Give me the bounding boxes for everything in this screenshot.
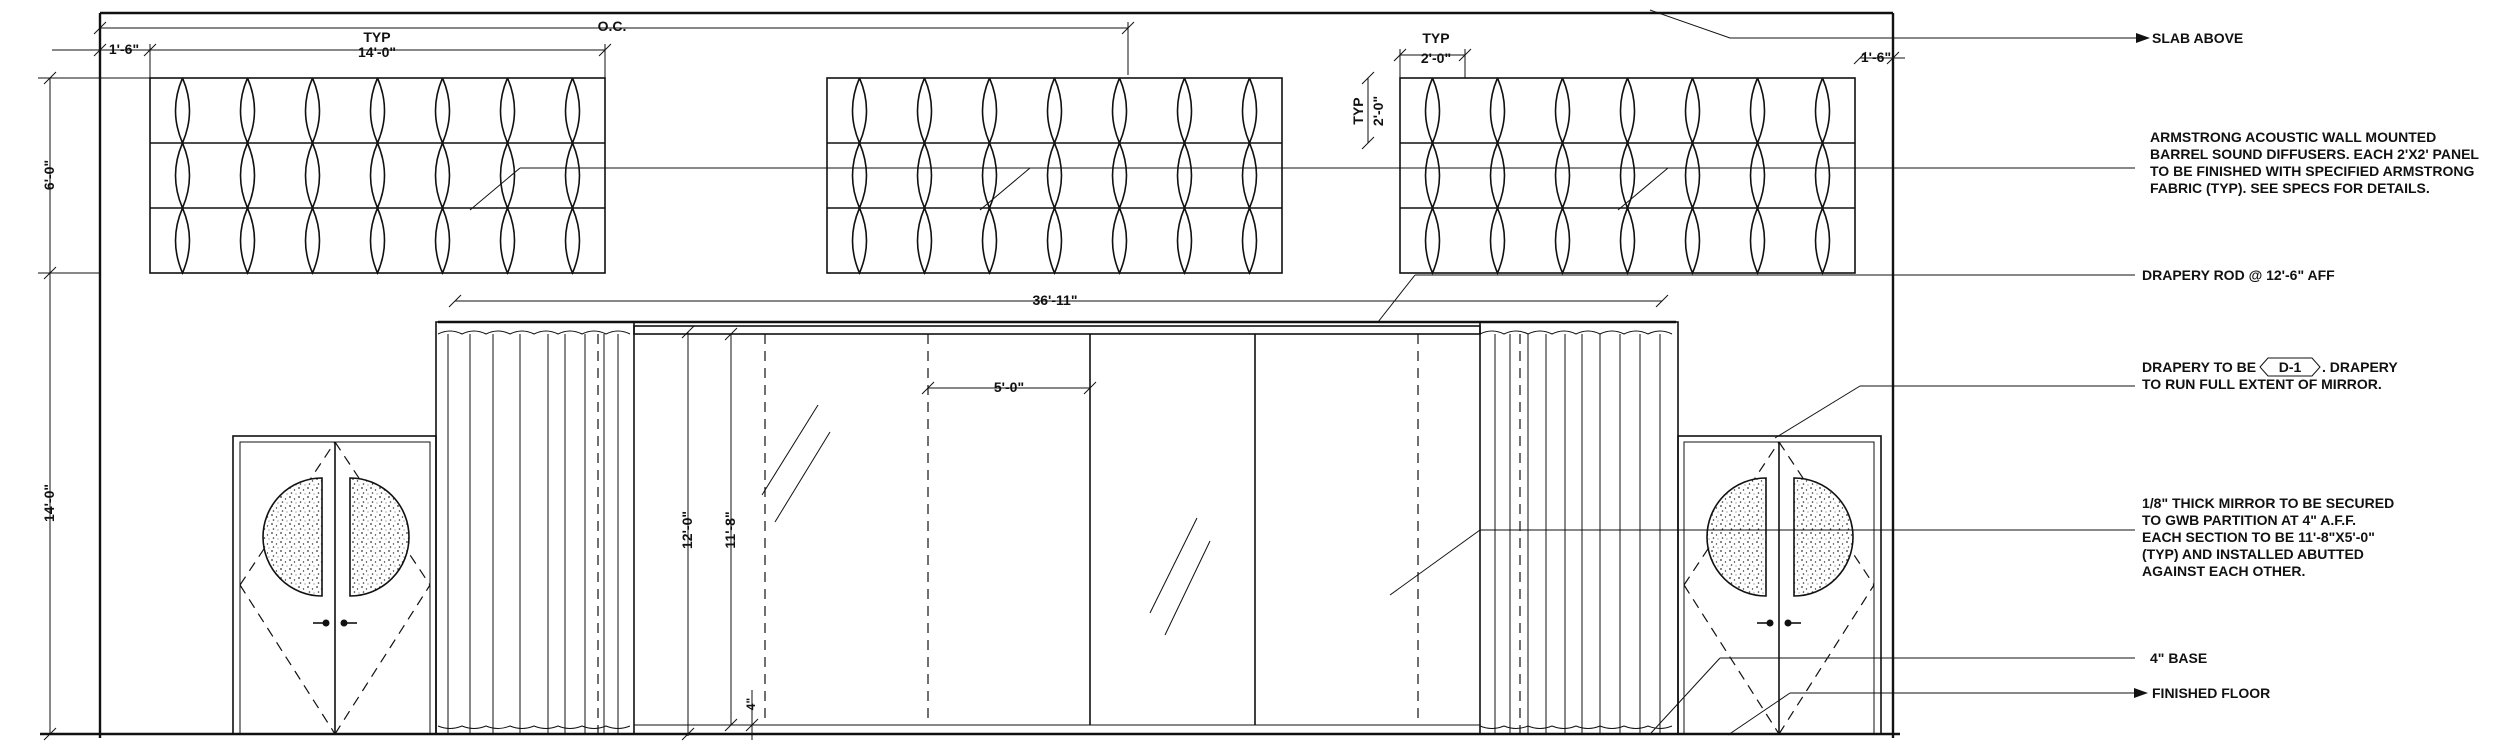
callout-diffusers-2: BARREL SOUND DIFFUSERS. EACH 2'X2' PANEL	[2150, 146, 2479, 162]
acoustic-diffuser-panels	[149, 77, 1856, 276]
dim-panel-height: 2'-0"	[1370, 96, 1386, 126]
callout-floor: FINISHED FLOOR	[2152, 685, 2270, 701]
callout-slab: SLAB ABOVE	[2152, 30, 2243, 46]
door-right	[1677, 435, 1882, 735]
callout-mirror-5: AGAINST EACH OTHER.	[2142, 563, 2305, 579]
diffuser-group-1	[149, 77, 606, 276]
callout-notes: SLAB ABOVE ARMSTRONG ACOUSTIC WALL MOUNT…	[2142, 30, 2479, 701]
leader-lines	[469, 9, 2150, 736]
callout-rod: DRAPERY ROD @ 12'-6" AFF	[2142, 267, 2335, 283]
callout-mirror-2: TO GWB PARTITION AT 4" A.F.F.	[2142, 512, 2356, 528]
door-left	[232, 435, 437, 735]
diffuser-group-2	[826, 77, 1283, 276]
callout-diffusers-3: TO BE FINISHED WITH SPECIFIED ARMSTRONG	[2150, 163, 2474, 179]
drapery-rod	[633, 325, 1481, 335]
drapery-tag: D-1	[2279, 359, 2302, 375]
callout-diffusers-4: FABRIC (TYP). SEE SPECS FOR DETAILS.	[2150, 180, 2430, 196]
dim-typ-top: TYP	[363, 29, 390, 45]
dim-mirror-section-width: 5'-0"	[994, 379, 1024, 395]
dim-panel-group-width: 14'-0"	[358, 44, 396, 60]
dim-left-offset: 1'-6"	[109, 41, 139, 57]
diffuser-group-3	[1399, 77, 1856, 276]
callout-mirror-4: (TYP) AND INSTALLED ABUTTED	[2142, 546, 2364, 562]
callout-base: 4" BASE	[2150, 650, 2207, 666]
dim-panel-width: 2'-0"	[1421, 50, 1451, 66]
dim-base-height: 4"	[744, 698, 758, 710]
callout-mirror-1: 1/8" THICK MIRROR TO BE SECURED	[2142, 495, 2394, 511]
callout-drapery-suffix: . DRAPERY	[2322, 359, 2398, 375]
dimension-lines: O.C. 1'-6" TYP 14'-0" TYP 2'-0" 1'-6" TY…	[38, 18, 1905, 741]
dim-typ-panel: TYP	[1422, 30, 1449, 46]
dim-panel-height-typ: TYP	[1350, 97, 1366, 124]
drapery-pleats	[437, 330, 1673, 734]
dim-drapery-height: 12'-0"	[679, 511, 695, 549]
callout-drapery-prefix: DRAPERY TO BE	[2142, 359, 2256, 375]
dim-drapery-width: 36'-11"	[1032, 292, 1077, 308]
callout-drapery-2: TO RUN FULL EXTENT OF MIRROR.	[2142, 376, 2382, 392]
dim-upper-height: 6'-0"	[41, 160, 57, 190]
dim-oc: O.C.	[598, 18, 627, 34]
mirror	[634, 334, 1480, 726]
dim-mirror-height: 11'-8"	[722, 511, 738, 548]
callout-mirror-3: EACH SECTION TO BE 11'-8"X5'-0"	[2142, 529, 2375, 545]
callout-diffusers-1: ARMSTRONG ACOUSTIC WALL MOUNTED	[2150, 129, 2436, 145]
dim-right-offset: 1'-6"	[1861, 49, 1891, 65]
drapery-assembly	[435, 320, 1679, 735]
dim-lower-height: 14'-0"	[41, 484, 57, 522]
